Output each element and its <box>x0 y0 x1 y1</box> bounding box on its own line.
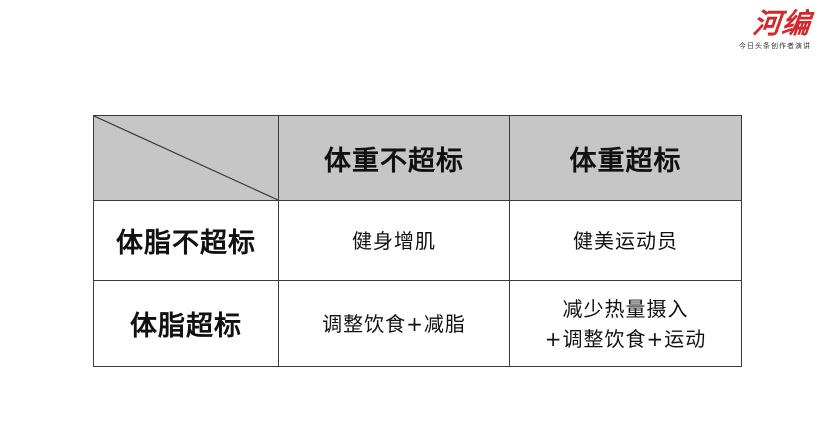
column-header-weight-normal: 体重不超标 <box>278 115 510 201</box>
table-cell: 减少热量摄入 +调整饮食+运动 <box>509 280 742 367</box>
table-cell: 调整饮食+减脂 <box>278 280 510 367</box>
cell-text: 健美运动员 <box>573 228 678 253</box>
cell-text-line-1: 减少热量摄入 <box>562 296 689 321</box>
table-cell: 健美运动员 <box>509 200 742 281</box>
row-header-fat-over: 体脂超标 <box>93 280 279 367</box>
table-cell: 健身增肌 <box>278 200 510 281</box>
logo-subtitle: 今日头条创作者演讲 <box>739 42 811 50</box>
table-row: 体脂超标 调整饮食+减脂 减少热量摄入 +调整饮食+运动 <box>93 280 742 367</box>
table-header-row: 体重不超标 体重超标 <box>93 115 742 201</box>
cell-text: 健身增肌 <box>352 228 436 253</box>
row-header-fat-normal: 体脂不超标 <box>93 200 279 281</box>
comparison-table: 体重不超标 体重超标 体脂不超标 健身增肌 健美运动员 体脂超标 调整饮食+减脂… <box>93 115 742 367</box>
logo-title: 河编 <box>751 7 813 40</box>
table-row: 体脂不超标 健身增肌 健美运动员 <box>93 200 742 281</box>
corner-cell <box>93 115 279 201</box>
diagonal-line <box>94 116 278 200</box>
cell-text-line-2: +调整饮食+运动 <box>544 326 707 351</box>
column-header-weight-over: 体重超标 <box>509 115 742 201</box>
cell-text: 调整饮食+减脂 <box>322 311 466 336</box>
brand-logo: 河编 今日头条创作者演讲 <box>721 7 813 51</box>
